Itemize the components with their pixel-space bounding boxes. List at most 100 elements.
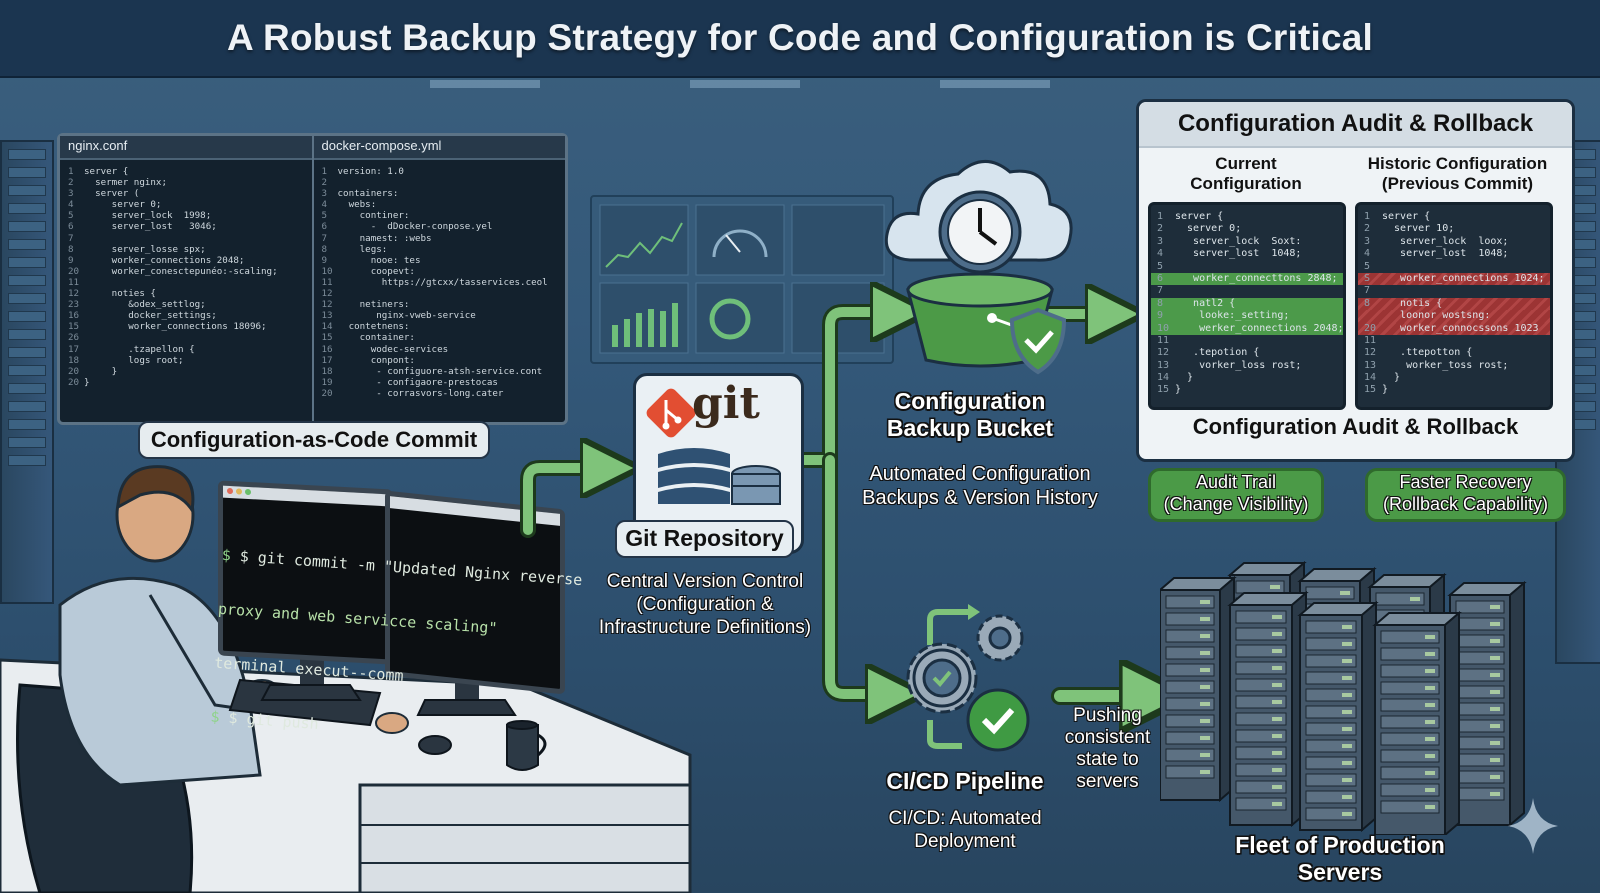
window-maximize-dot[interactable] <box>245 488 251 496</box>
diff-line-removed: 8 notis { <box>1358 297 1550 311</box>
tab-nginx-conf[interactable]: nginx.conf <box>60 136 312 160</box>
terminal-line: $ $ git commit -m "Updated Nginx reverse <box>221 545 583 590</box>
line-number: 11 <box>1157 334 1170 346</box>
line-text: namest: :webs <box>337 232 432 244</box>
line-text: sermer nginx; <box>84 177 167 189</box>
code-line: 11 <box>68 277 304 288</box>
code-line: 13 nginx-vweb-service <box>322 310 558 321</box>
diff-line: 7 <box>1151 285 1343 297</box>
line-text: werker_connections 2048; <box>1175 322 1344 334</box>
diff-line: 2 server 0; <box>1151 223 1343 235</box>
line-number: 2 <box>68 177 74 189</box>
developer-desk-illustration <box>0 465 692 893</box>
code-line: 20} <box>68 377 304 388</box>
line-text: server_lost 1048; <box>1382 248 1509 260</box>
line-text: nginx-vweb-service <box>337 310 476 322</box>
diff-line: 14 } <box>1151 372 1343 384</box>
line-number: 16 <box>321 343 333 355</box>
line-text: docker_settings; <box>84 310 217 322</box>
line-number: 12 <box>1364 347 1377 359</box>
git-repository-description: Central Version Control (Configuration &… <box>598 571 812 638</box>
code-line: 4 server 0; <box>68 199 304 210</box>
small-gear-icon <box>976 614 1024 662</box>
line-number: 15 <box>68 321 80 333</box>
code-line: 12 netiners: <box>322 299 558 310</box>
title-bar: A Robust Backup Strategy for Code and Co… <box>0 0 1600 78</box>
diff-line-added: 8 natl2 { <box>1151 297 1343 311</box>
line-number: 7 <box>1157 285 1164 297</box>
line-number: 10 <box>321 265 333 277</box>
diff-line-removed: S worker_connections 1024; <box>1358 272 1550 286</box>
line-text: } <box>84 365 118 377</box>
code-line: 3 server ( <box>68 188 304 199</box>
diff-line-added: 6 worker_connecttons 2848; <box>1151 272 1343 286</box>
background-server-rack <box>0 140 54 604</box>
line-number: 11 <box>321 276 333 288</box>
code-line: 6 server_lost 3046; <box>68 221 304 232</box>
git-logo-icon <box>646 388 696 438</box>
diff-line-removed: loonor wostsng: <box>1358 310 1550 323</box>
code-line: 15 worker_connections 18096; <box>68 321 304 332</box>
line-number: 9 <box>68 254 74 266</box>
line-text: container: <box>337 332 415 344</box>
diff-line: 3 server_lock Soxt: <box>1151 236 1343 248</box>
line-number: S <box>1364 272 1371 284</box>
check-circle-icon <box>966 688 1030 752</box>
window-minimize-dot[interactable] <box>236 488 242 495</box>
line-number: 20 <box>68 376 80 388</box>
line-number: 12 <box>321 299 333 311</box>
line-text: .tepotion { <box>1175 347 1260 359</box>
line-text: contetnens: <box>337 321 410 333</box>
cicd-pipeline-label: CI/CD Pipeline <box>886 768 1044 794</box>
window-close-dot[interactable] <box>227 487 233 495</box>
tab-docker-compose[interactable]: docker-compose.yml <box>313 136 565 160</box>
line-text: legs: <box>337 243 388 255</box>
production-server-fleet[interactable] <box>1160 545 1600 835</box>
ceiling-light <box>690 80 800 88</box>
code-line: 20 } <box>68 366 304 377</box>
line-number: 12 <box>68 288 80 300</box>
line-number: 6 <box>68 221 74 233</box>
server-rack-icon <box>1227 590 1309 828</box>
line-text: natl2 { <box>1175 297 1236 309</box>
line-number: 1 <box>1157 211 1164 222</box>
line-number: 20 <box>68 365 80 377</box>
terminal-output[interactable]: $ $ git commit -m "Updated Nginx reverse… <box>209 510 586 769</box>
terminal-line: $ $ git push <box>209 707 320 734</box>
cicd-pipeline-graphic[interactable] <box>900 600 1050 760</box>
line-text: worker_connections 1024; <box>1382 272 1545 284</box>
line-number: 3 <box>1157 235 1164 247</box>
line-number: 19 <box>321 376 333 388</box>
backup-bucket-graphic[interactable] <box>880 150 1080 380</box>
diff-line-added: 9 looke:_setting; <box>1151 310 1343 323</box>
current-config-heading: Current Configuration <box>1190 154 1302 193</box>
line-number: 5 <box>1364 260 1371 272</box>
diff-line: 11 <box>1358 335 1550 347</box>
line-number: 7 <box>321 232 328 244</box>
git-repository-graphic <box>646 388 781 505</box>
code-line: 18 logs root; <box>68 355 304 366</box>
line-number: 3 <box>1364 235 1371 247</box>
terminal-line: proxy and web servicce scaling" <box>217 599 499 638</box>
server-rack-icon <box>1297 600 1379 833</box>
line-text: https://gtcxx/tasservices.ceol <box>337 276 548 288</box>
diff-line-added: 10 werker_connections 2048; <box>1151 322 1344 335</box>
line-text: worker_connections 18096; <box>84 321 267 333</box>
line-text: .tzapellon { <box>84 343 195 355</box>
line-number: 9 <box>321 254 328 266</box>
line-number: 1 <box>1364 211 1371 222</box>
line-text: loonor wostsng: <box>1382 310 1491 322</box>
ceiling-light <box>430 80 540 88</box>
line-text: server_lost 1048; <box>1175 248 1302 260</box>
line-text: version: 1.0 <box>337 166 404 177</box>
backup-bucket-label: Configuration Backup Bucket <box>886 388 1054 441</box>
line-text: } <box>1175 372 1194 384</box>
line-number: 1 <box>68 166 74 177</box>
code-line: 9 nooe: tes <box>322 255 558 266</box>
diff-line: 12 .tepotion { <box>1151 347 1343 359</box>
